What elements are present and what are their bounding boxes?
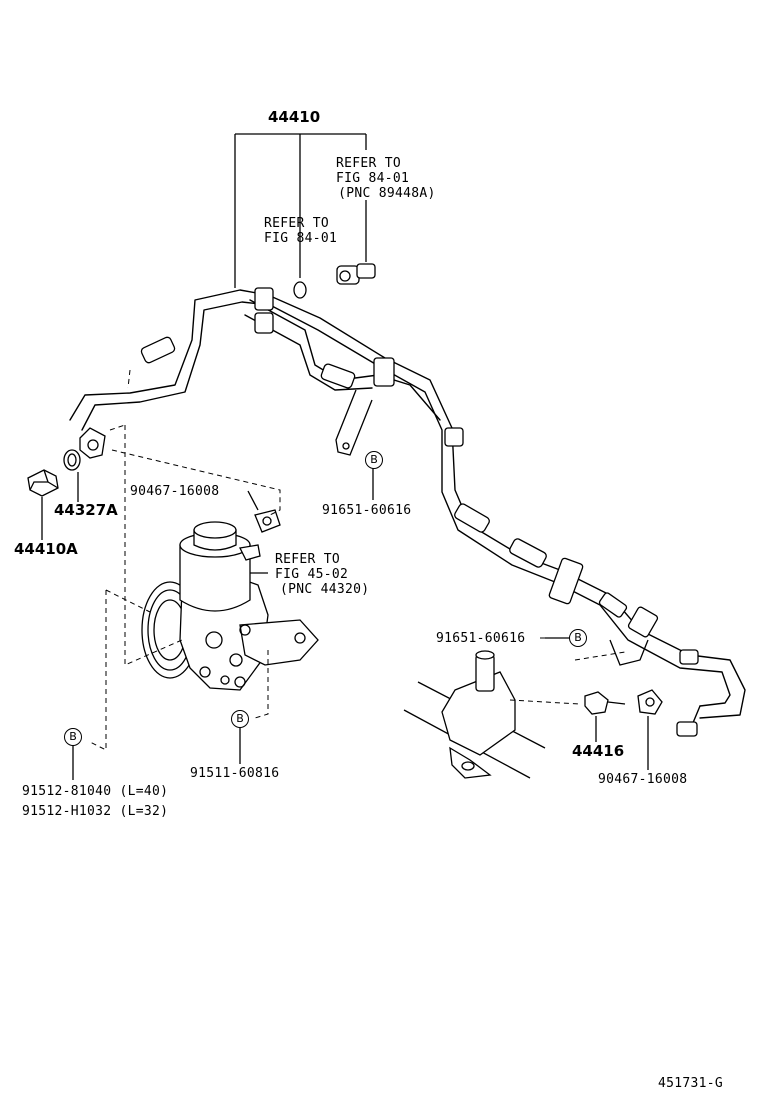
part-number-91651-upper: 91651-60616 — [322, 503, 412, 518]
union-bolt-44410A — [27, 469, 59, 497]
pipe-brackets — [335, 389, 649, 666]
o-ring — [293, 281, 307, 299]
part-number-44327A: 44327A — [54, 501, 118, 519]
leader-44410 — [234, 133, 367, 288]
part-number-44416: 44416 — [572, 742, 625, 760]
union-44416 — [584, 691, 626, 715]
label-leaders — [41, 468, 649, 780]
gasket-44327A — [63, 449, 81, 471]
diagram-id: 451731-G — [658, 1076, 724, 1091]
refer-note-top-right-line2: FIG 84-01 — [336, 171, 410, 186]
part-number-91512-b: 91512-H1032 (L=32) — [22, 804, 169, 819]
refer-note-reservoir-line2: FIG 45-02 — [275, 567, 349, 582]
part-number-90467-top: 90467-16008 — [130, 484, 220, 499]
refer-note-top-mid-line2: FIG 84-01 — [264, 231, 338, 246]
union-fitting — [79, 427, 106, 459]
clamp-90467-top — [254, 509, 281, 533]
part-number-44410A: 44410A — [14, 540, 78, 558]
refer-note-reservoir-line1: REFER TO — [275, 552, 341, 567]
refer-note-top-mid-line1: REFER TO — [264, 216, 330, 231]
pressure-switch — [336, 263, 376, 285]
part-number-91512-a: 91512-81040 (L=40) — [22, 784, 169, 799]
refer-note-reservoir-line3: (PNC 44320) — [280, 582, 370, 597]
callout-b-bolt: B — [64, 728, 82, 746]
callout-b-lower: B — [569, 629, 587, 647]
clamp-90467-bottom — [637, 689, 663, 715]
refer-note-top-right-line3: (PNC 89448A) — [330, 186, 436, 201]
part-number-91651-lower: 91651-60616 — [436, 631, 526, 646]
reservoir — [179, 521, 261, 612]
hose-sleeves — [140, 287, 699, 737]
steering-gear — [403, 650, 546, 779]
part-number-44410: 44410 — [268, 108, 321, 126]
refer-note-top-right-line1: REFER TO — [336, 156, 402, 171]
callout-b-upper: B — [365, 451, 383, 469]
part-number-90467-bottom: 90467-16008 — [598, 772, 688, 787]
callout-b-pump: B — [231, 710, 249, 728]
part-number-91511: 91511-60816 — [190, 766, 280, 781]
